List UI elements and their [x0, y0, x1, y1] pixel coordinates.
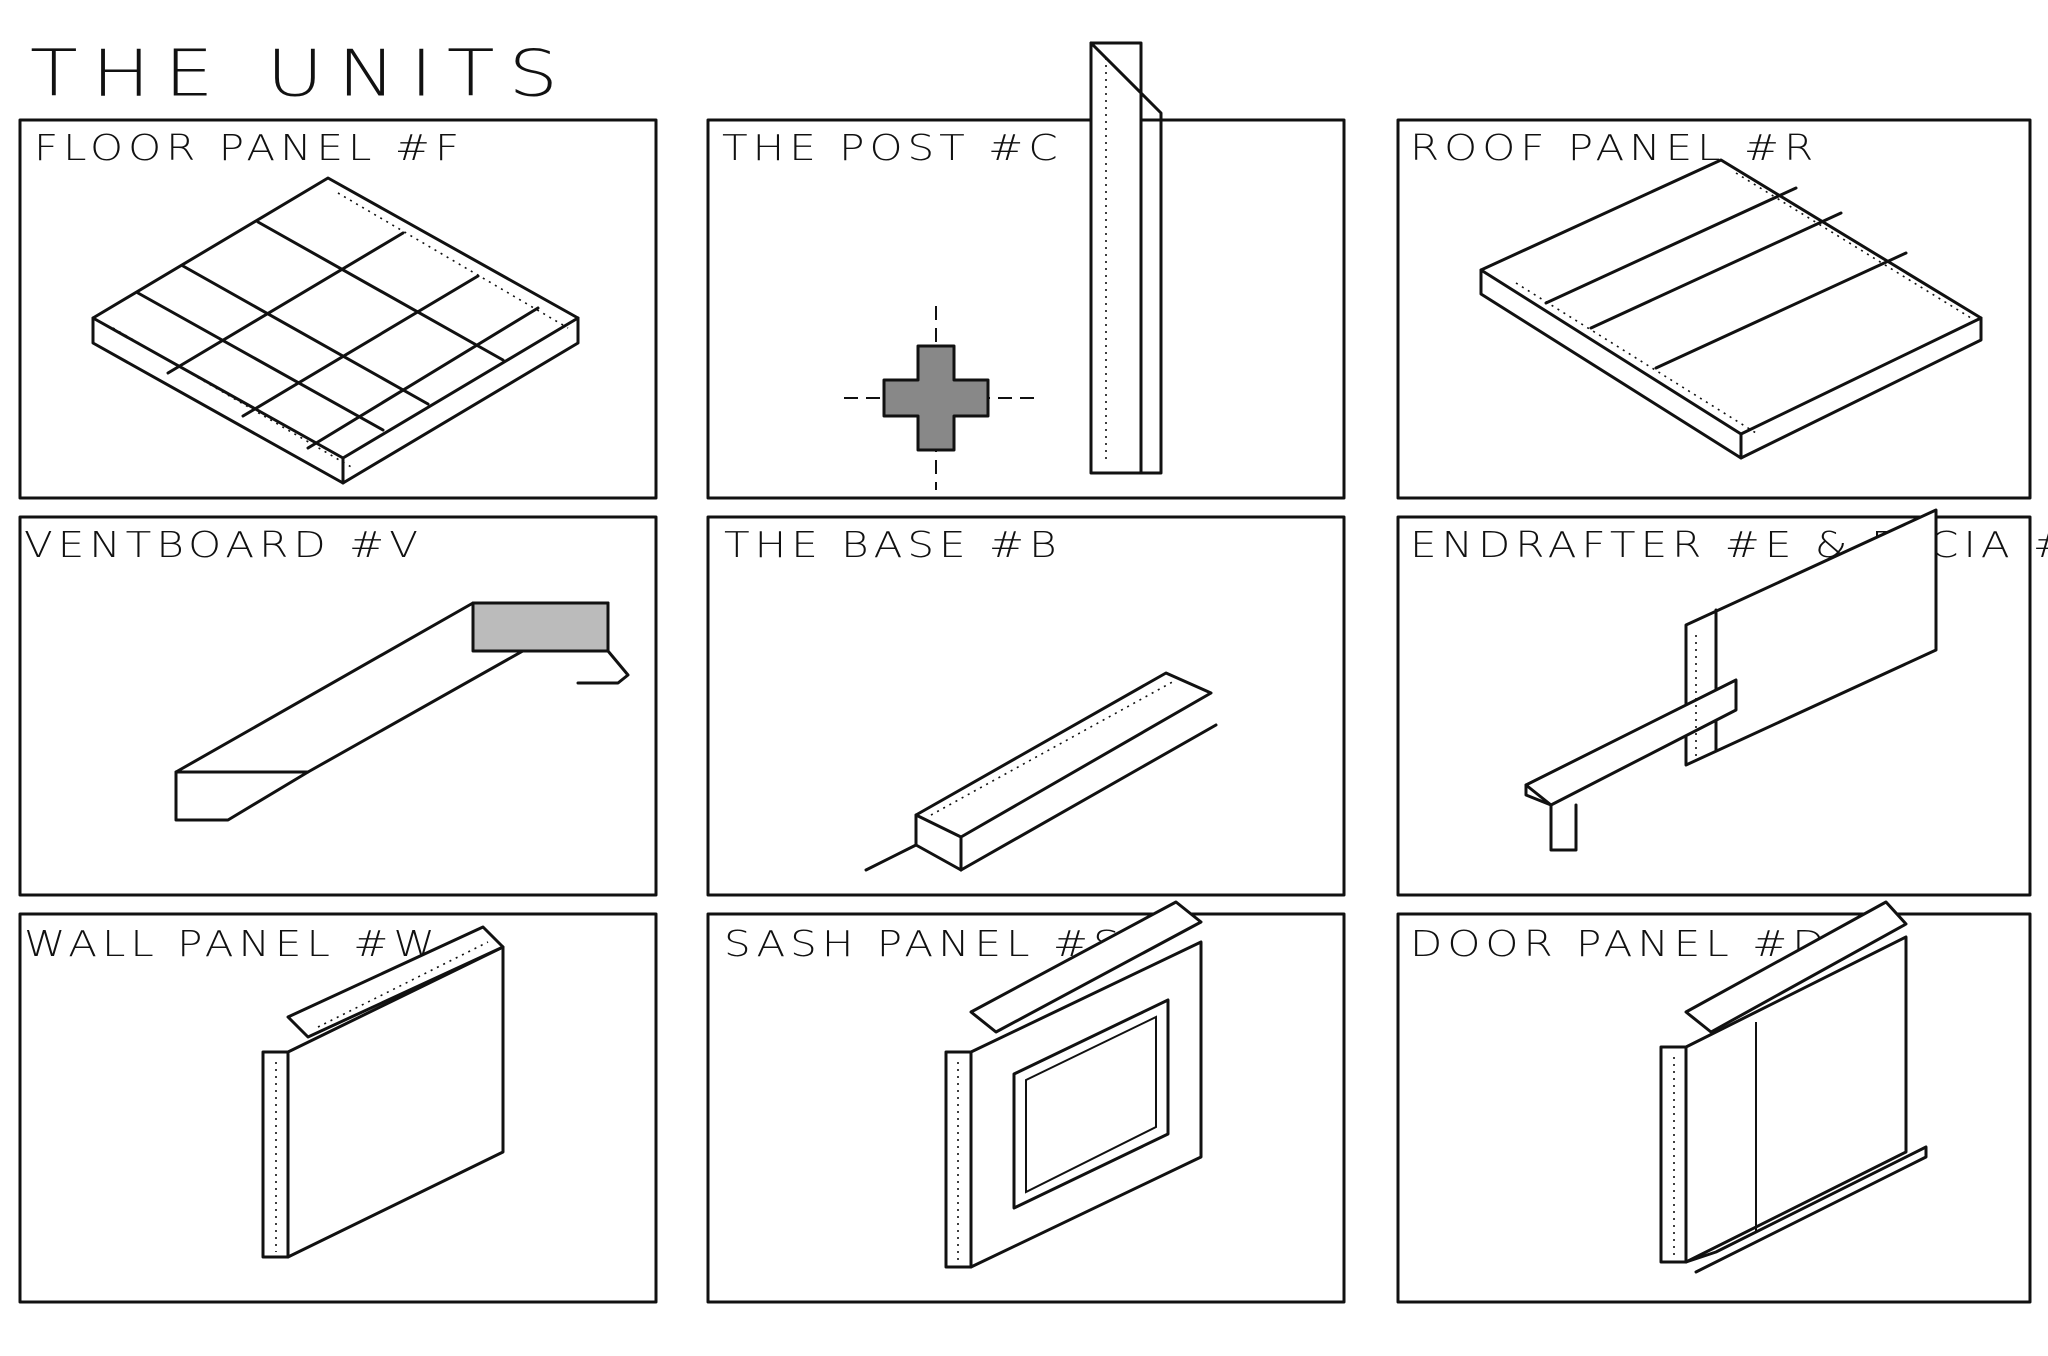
panel-endrafter-facia: ENDRAFTER #E & FACIA #F [1396, 508, 2048, 897]
panel-sash: SASH PANEL #S [706, 900, 1346, 1304]
panel-post: THE POST #C [706, 41, 1346, 500]
sash-panel-drawing [944, 900, 1203, 1269]
panel-frame [706, 912, 1346, 1304]
panel-frame [1396, 118, 2032, 500]
door-panel-drawing [1659, 900, 1928, 1274]
panel-label: THE POST #C [722, 126, 1063, 169]
panel-frame [18, 515, 658, 897]
panel-label: VENTBOARD #V [24, 523, 423, 566]
panel-label: ENDRAFTER #E & FACIA #F [1410, 523, 2048, 566]
panel-wall: WALL PANEL #W [18, 912, 658, 1304]
panel-floor: FLOOR PANEL #F [18, 118, 658, 500]
panel-frame [1396, 912, 2032, 1304]
panel-base: THE BASE #B [706, 515, 1346, 897]
panel-label: ROOF PANEL #R [1410, 126, 1819, 169]
panel-ventboard: VENTBOARD #V [18, 515, 658, 897]
panel-door: DOOR PANEL #D [1396, 900, 2032, 1304]
endrafter-facia-drawing [1524, 508, 1938, 852]
panel-frame [18, 118, 658, 500]
panel-label: DOOR PANEL #D [1410, 922, 1830, 965]
panel-label: THE BASE #B [724, 523, 1062, 566]
floor-panel-drawing [91, 176, 580, 485]
post-drawing [844, 41, 1163, 490]
roof-panel-drawing [1479, 158, 1983, 460]
ventboard-drawing [174, 601, 630, 822]
panel-roof: ROOF PANEL #R [1396, 118, 2032, 500]
panel-frame [1396, 515, 2032, 897]
wall-panel-drawing [261, 925, 505, 1259]
panel-frame [18, 912, 658, 1304]
base-drawing [864, 671, 1218, 872]
panel-label: WALL PANEL #W [24, 922, 440, 965]
sheet-title: THE UNITS [30, 37, 572, 111]
panel-label: SASH PANEL #S [724, 922, 1125, 965]
panel-label: FLOOR PANEL #F [34, 126, 465, 169]
panel-frame [706, 118, 1346, 500]
panel-frame [706, 515, 1346, 897]
